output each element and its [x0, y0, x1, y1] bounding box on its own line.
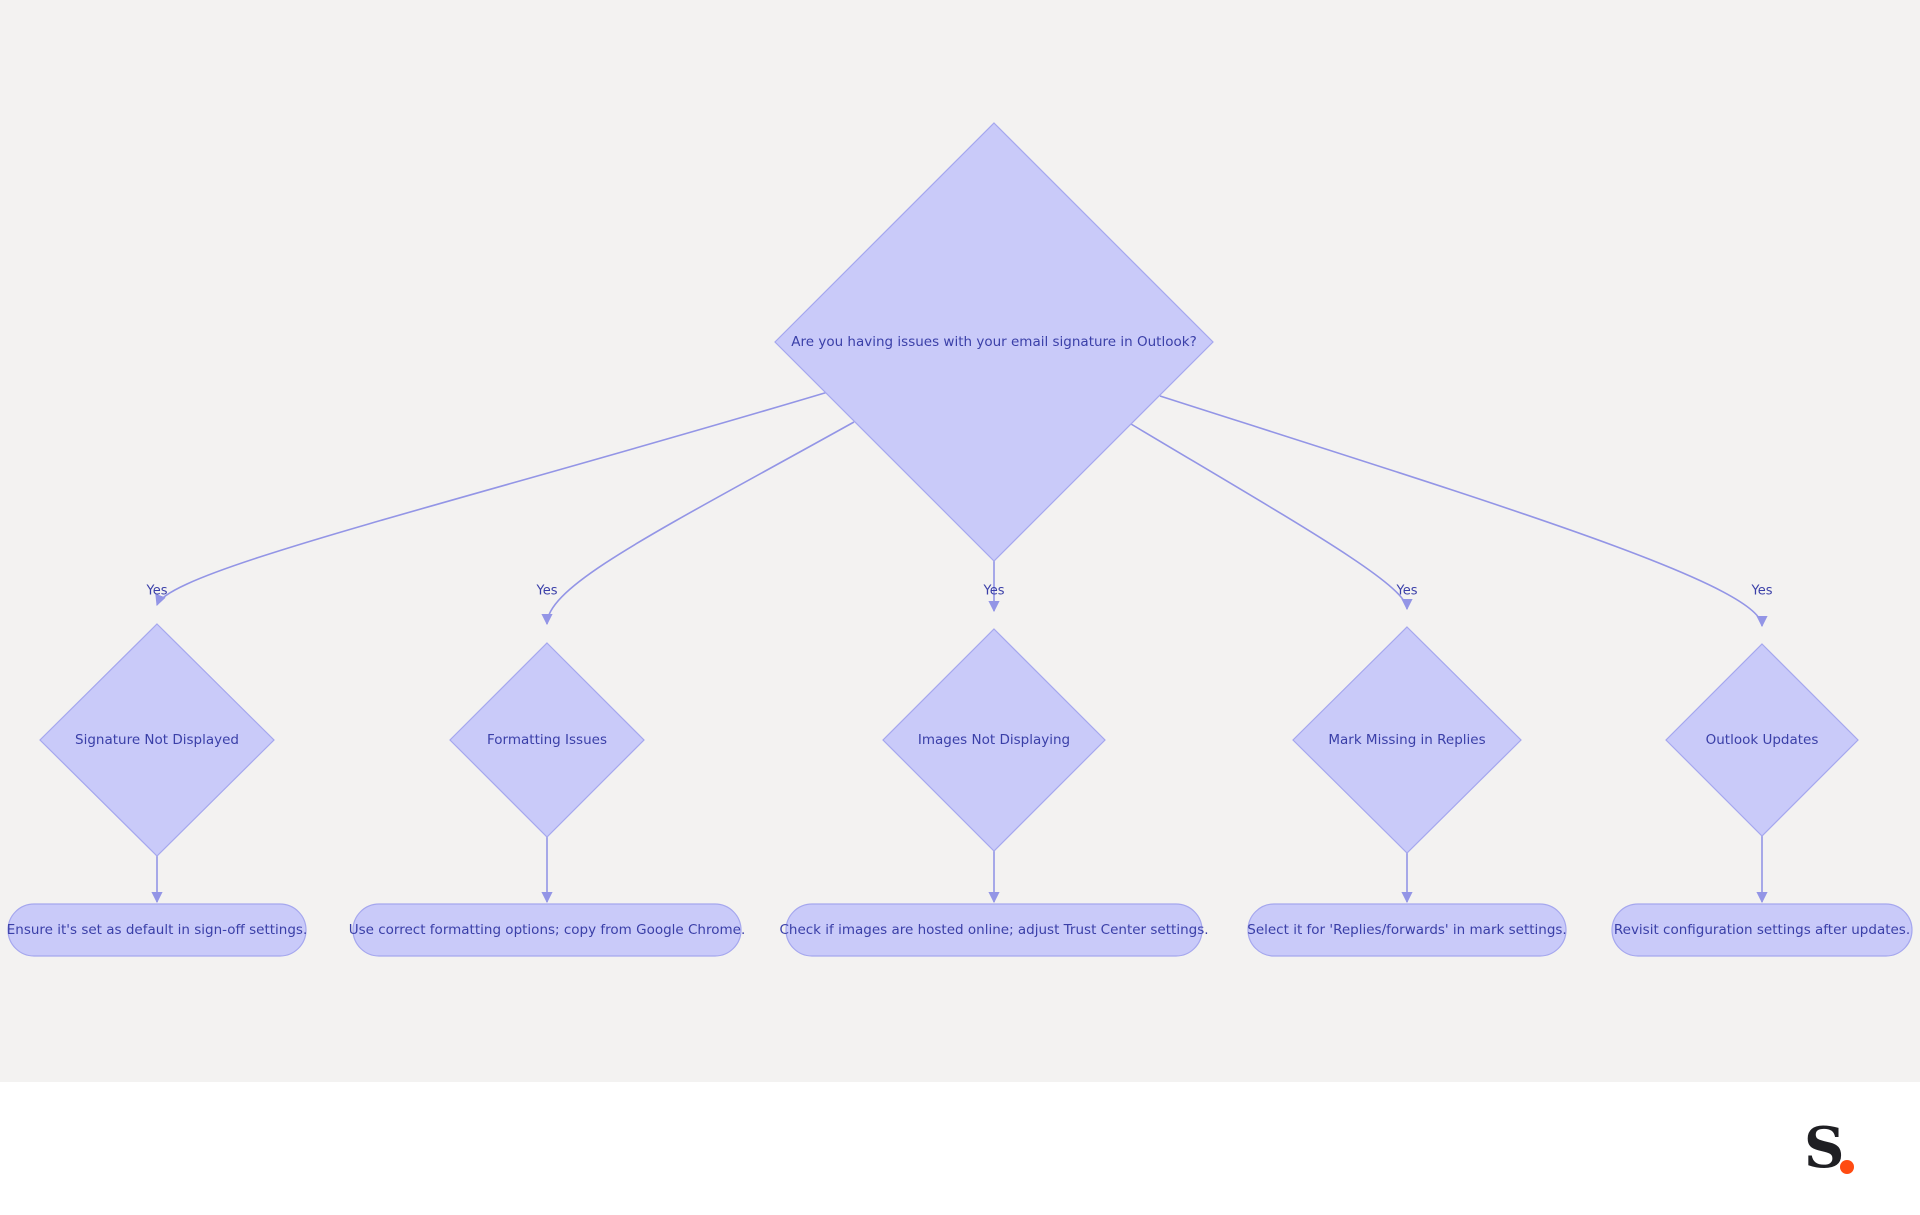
issue-decision-node — [1665, 643, 1859, 837]
solution-label: Select it for 'Replies/forwards' in mark… — [1247, 922, 1566, 938]
logo-letter: S — [1804, 1115, 1845, 1181]
issue-label: Images Not Displaying — [918, 732, 1070, 748]
solution-node — [785, 903, 1203, 957]
solution-label: Ensure it's set as default in sign-off s… — [7, 922, 308, 938]
issue-label: Mark Missing in Replies — [1328, 732, 1485, 748]
solution-label: Use correct formatting options; copy fro… — [349, 922, 746, 938]
flowchart: Yes Yes Yes Yes Yes Are you having issues wi… — [7, 122, 1913, 957]
edge-label-yes: Yes — [146, 584, 168, 599]
issue-decision-node — [449, 642, 645, 838]
issue-decision-node — [39, 623, 275, 857]
issue-label: Outlook Updates — [1706, 732, 1819, 748]
brand-logo: S — [1804, 1118, 1864, 1184]
root-decision-node — [774, 122, 1214, 562]
edge-label-yes: Yes — [1751, 584, 1773, 599]
solution-node — [7, 903, 307, 957]
root-decision-label: Are you having issues with your email si… — [791, 334, 1196, 350]
solution-label: Check if images are hosted online; adjus… — [779, 922, 1208, 938]
edge-root-to-issue — [1159, 395, 1768, 628]
issue-decision-node — [1292, 626, 1522, 854]
edge-label-yes: Yes — [1396, 584, 1418, 599]
edge-root-to-issue — [541, 421, 855, 626]
edge-label-yes: Yes — [536, 584, 558, 599]
footer-bar — [0, 1082, 1920, 1215]
diagram-canvas: Yes Yes Yes Yes Yes Are you having issues wi… — [0, 0, 1920, 1082]
issue-decision-node — [882, 628, 1106, 852]
issue-label: Formatting Issues — [487, 732, 607, 748]
solution-label: Revisit configuration settings after upd… — [1614, 922, 1910, 938]
edge-root-to-issue — [155, 391, 829, 607]
edge-label-yes: Yes — [983, 584, 1005, 599]
solution-node — [1247, 903, 1567, 957]
edge-root-to-issue — [1130, 423, 1413, 611]
solution-node — [352, 903, 742, 957]
logo-dot-icon — [1840, 1160, 1854, 1174]
solution-node — [1611, 903, 1913, 957]
issue-label: Signature Not Displayed — [75, 732, 239, 748]
